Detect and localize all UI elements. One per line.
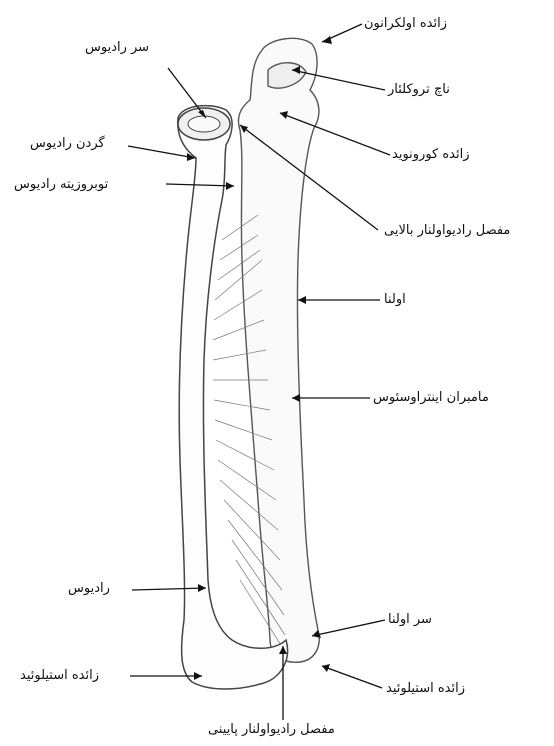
label-distal-radioulnar-joint: مفصل رادیواولنار پایینی: [208, 722, 335, 738]
label-ulnar-head: سر اولنا: [388, 612, 432, 628]
ulna-bone: [238, 38, 319, 662]
label-trochlear-notch: ناچ تروکلئار: [388, 82, 450, 98]
label-radius: رادیوس: [68, 581, 110, 597]
label-radial-neck: گردن رادیوس: [30, 136, 105, 152]
label-olecranon: زائده اولکرانون: [364, 16, 447, 32]
label-radial-tuberosity: توبروزیته رادیوس: [14, 177, 108, 193]
label-coronoid: زائده کورونوید: [392, 147, 470, 163]
label-radial-head: سر رادیوس: [85, 40, 149, 56]
label-ulna: اولنا: [384, 292, 406, 308]
label-ulnar-styloid: زائده استیلوئید: [386, 681, 465, 697]
label-proximal-radioulnar-joint: مفصل رادیواولنار بالایی: [384, 223, 510, 239]
label-interosseous-membrane: مامبران اینتراوسئوس: [373, 390, 489, 406]
label-radial-styloid: زائده استیلوئید: [20, 668, 99, 684]
